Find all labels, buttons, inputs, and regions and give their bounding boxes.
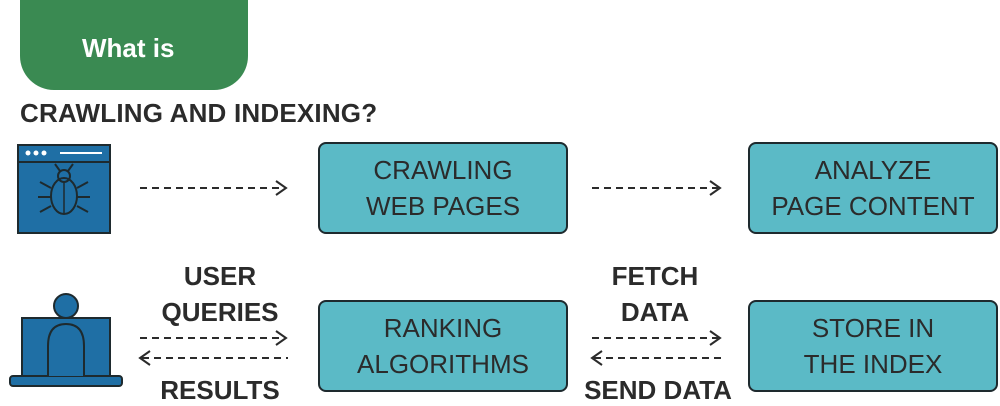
browser-bug-icon <box>17 144 111 234</box>
ranking-algorithms-box: RANKING ALGORITHMS <box>318 300 568 392</box>
store-in-index-box: STORE IN THE INDEX <box>748 300 998 392</box>
box-line: THE INDEX <box>803 349 943 379</box>
arrow-ranking-to-store <box>592 330 722 346</box>
crawling-web-pages-box: CRAWLING WEB PAGES <box>318 142 568 234</box>
arrow-crawler-to-crawling <box>140 180 288 196</box>
send-data-label: SEND DATA <box>584 375 732 405</box>
user-laptop-icon <box>9 293 123 387</box>
box-line: ANALYZE <box>814 155 932 185</box>
box-line: CRAWLING <box>373 155 513 185</box>
tab-label: What is <box>82 32 175 63</box>
queries-label: QUERIES <box>161 297 279 327</box>
fetch-label: FETCH <box>611 261 699 291</box>
arrow-crawling-to-analyze <box>592 180 722 196</box>
data-label: DATA <box>620 297 690 327</box>
page-title: CRAWLING AND INDEXING? <box>20 98 378 128</box>
results-label: RESULTS <box>160 375 280 405</box>
analyze-page-content-box: ANALYZE PAGE CONTENT <box>748 142 998 234</box>
arrow-user-to-ranking <box>140 330 288 346</box>
box-line: ALGORITHMS <box>357 349 529 379</box>
arrow-ranking-to-user <box>138 350 288 366</box>
arrow-store-to-ranking <box>590 350 722 366</box>
box-line: PAGE CONTENT <box>771 191 975 221</box>
box-line: STORE IN <box>811 313 935 343</box>
title-tab: What is <box>20 0 248 90</box>
user-label: USER <box>183 261 257 291</box>
box-line: RANKING <box>383 313 503 343</box>
box-line: WEB PAGES <box>365 191 521 221</box>
